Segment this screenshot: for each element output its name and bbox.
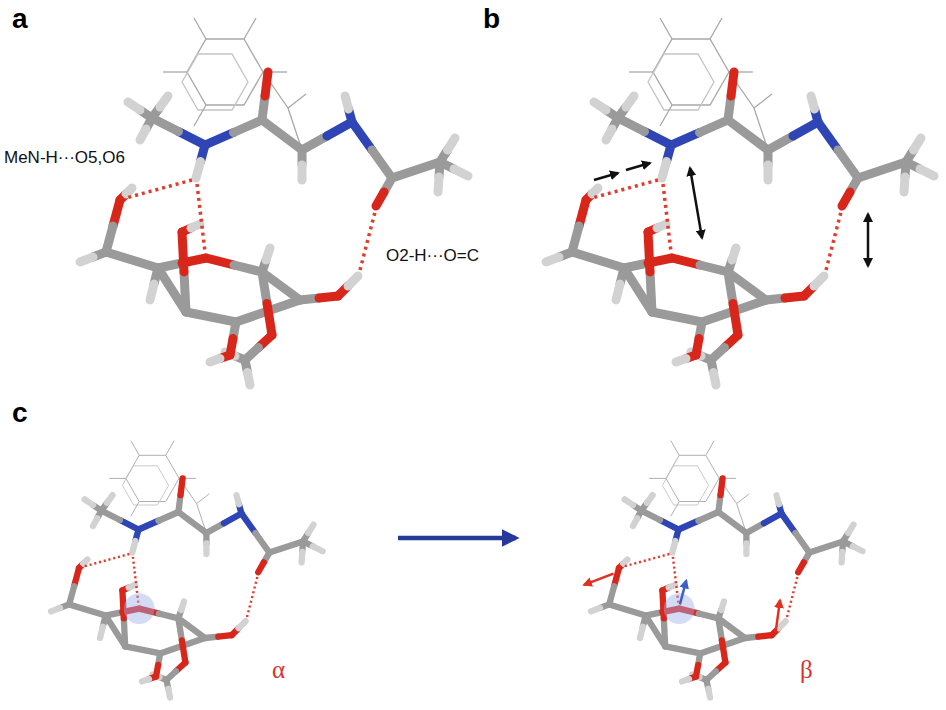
arrow-line	[867, 214, 870, 266]
highlight-circle	[124, 593, 155, 624]
arrow-line	[594, 173, 618, 180]
hbond-label: O2-H···O=C	[386, 247, 479, 266]
panel-letter: b	[483, 4, 500, 35]
molecule-copy	[51, 441, 323, 698]
panel-b-molecule	[546, 18, 934, 385]
panel-a-molecule	[80, 18, 468, 385]
group	[594, 163, 868, 266]
molecule-copy	[546, 18, 934, 385]
panel-c-beta-molecule	[584, 441, 863, 698]
arrow-line	[680, 581, 686, 605]
arrow-line	[626, 163, 650, 170]
arrow-line	[584, 574, 613, 585]
panel-letter: a	[12, 4, 28, 35]
group	[584, 574, 780, 631]
anomer-label: α	[272, 656, 285, 684]
anomer-label: β	[800, 656, 813, 684]
hbond-label: MeN-H···O5,O6	[4, 149, 125, 168]
panel-letter: c	[12, 398, 28, 429]
molecule-copy	[80, 18, 468, 385]
panel-c-alpha-molecule	[51, 441, 323, 698]
arrow-line	[690, 168, 702, 238]
highlight-circle	[664, 593, 695, 624]
arrow-line	[776, 600, 780, 631]
transition-arrow	[398, 536, 516, 541]
molecule-copy	[591, 441, 863, 698]
